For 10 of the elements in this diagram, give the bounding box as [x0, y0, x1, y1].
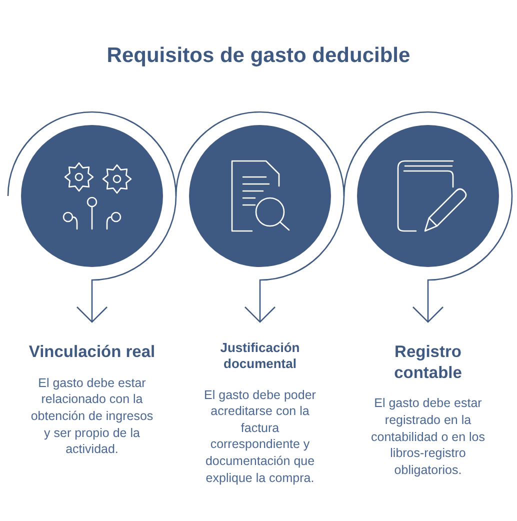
connector-arrow	[7, 111, 177, 323]
step-heading: Justificación documental	[219, 340, 301, 372]
step-description: El gasto debe estar registrado en la contabilidad o en los libros-registro obligatorios.	[370, 395, 486, 478]
step-heading: Vinculación real	[28, 342, 156, 363]
connector-arrow	[175, 111, 345, 323]
diagram-title: Requisitos de gasto deducible	[106, 44, 412, 68]
step-description: El gasto debe estar relacionado con la obtención de ingresos y ser propio de la actividad.	[30, 374, 154, 458]
step-heading: Registro contable	[393, 342, 463, 384]
connector-arrow	[343, 111, 513, 323]
step-description: El gasto debe poder acreditarse con la factura correspondiente y documentación que explique la compra.	[203, 386, 317, 486]
